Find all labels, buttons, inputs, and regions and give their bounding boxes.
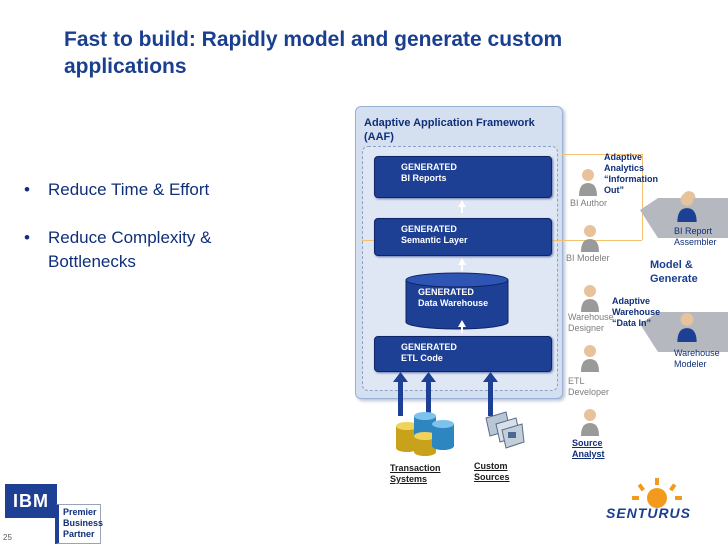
- source-analyst-line1: Source: [572, 438, 603, 448]
- data-warehouse-line2: Data Warehouse: [418, 298, 489, 308]
- model-generate-line1: Model &: [650, 259, 693, 271]
- data-warehouse-line1: GENERATED: [418, 287, 474, 297]
- analytics-line1: Adaptive: [604, 152, 643, 162]
- transaction-line1: Transaction: [390, 463, 441, 473]
- custom-sources-label: Custom Sources: [474, 461, 510, 483]
- etl-code-line2: ETL Code: [401, 353, 443, 363]
- warehouse-modeler-label: Warehouse Modeler: [674, 348, 720, 370]
- warehouse-modeler-figure-icon: [677, 313, 697, 342]
- semantic-layer-line2: Semantic Layer: [401, 235, 468, 245]
- warehouse-designer-label: Warehouse Designer: [568, 312, 614, 334]
- etl-developer-label: ETL Developer: [568, 376, 609, 398]
- data-warehouse-label: GENERATED Data Warehouse: [418, 287, 488, 309]
- bi-modeler-person-icon: [581, 225, 599, 252]
- warehouse-designer-line2: Designer: [568, 323, 605, 333]
- slide-title: Fast to build: Rapidly model and generat…: [64, 28, 563, 78]
- arrow-dw-to-semantic-stem: [461, 263, 463, 271]
- warehouse-callout-line1: Adaptive: [612, 296, 651, 306]
- etl-developer-line2: Developer: [568, 387, 610, 397]
- partner-line1: Premier: [63, 507, 97, 517]
- senturus-sun-logo-icon: [632, 478, 682, 508]
- adaptive-analytics-callout: Adaptive Analytics “Information Out”: [604, 152, 658, 196]
- aaf-title: Adaptive Application Framework (AAF): [364, 117, 535, 143]
- page-number: 25: [3, 533, 12, 542]
- warehouse-designer-line1: Warehouse: [568, 312, 614, 322]
- bi-author-label: BI Author: [570, 198, 608, 208]
- warehouse-modeler-line2: Modeler: [674, 359, 707, 369]
- partner-line3: Partner: [63, 529, 95, 539]
- arrow-semantic-to-reports-head: [458, 200, 466, 207]
- arrow-etl-to-dw-stem: [461, 325, 463, 333]
- analytics-line3: “Information: [604, 174, 658, 184]
- model-generate-label: Model & Generate: [650, 258, 698, 286]
- bullet-reduce-time: Reduce Time & Effort: [22, 178, 292, 202]
- arrow-etl-to-dw-head: [458, 320, 466, 327]
- model-generate-line2: Generate: [650, 273, 698, 285]
- bullet-list: Reduce Time & Effort Reduce Complexity &…: [22, 178, 292, 298]
- custom-line2: Sources: [474, 472, 510, 482]
- analytics-line2: Analytics: [604, 163, 645, 173]
- etl-developer-line1: ETL: [568, 376, 585, 386]
- bi-report-assembler-figure-icon: [677, 193, 697, 222]
- generated-bi-reports-box: GENERATED BI Reports: [374, 156, 552, 198]
- etl-developer-person-icon: [581, 345, 599, 372]
- transaction-systems-label: Transaction Systems: [390, 463, 441, 485]
- custom-sources-documents-icon: [485, 411, 525, 449]
- transaction-systems-database-icon: [396, 412, 454, 456]
- bi-modeler-label: BI Modeler: [566, 253, 610, 263]
- arrow-dw-to-semantic-head: [458, 258, 466, 265]
- source-analyst-label: Source Analyst: [572, 438, 605, 460]
- transaction-line2: Systems: [390, 474, 428, 484]
- source-arrows: [393, 372, 498, 416]
- source-analyst-line2: Analyst: [572, 449, 605, 459]
- premier-business-partner-badge: Premier Business Partner: [55, 504, 104, 544]
- data-warehouse-cylinder: [405, 272, 509, 330]
- bi-report-assembler-line2: Assembler: [674, 237, 717, 247]
- bi-reports-line2: BI Reports: [401, 173, 447, 183]
- semantic-layer-line1: GENERATED: [401, 224, 457, 234]
- generated-semantic-layer-box: GENERATED Semantic Layer: [374, 218, 552, 256]
- warehouse-modeler-line1: Warehouse: [674, 348, 720, 358]
- role-line-top: [562, 154, 642, 155]
- custom-line1: Custom: [474, 461, 508, 471]
- bi-author-person-icon: [579, 169, 597, 196]
- arrow-semantic-to-reports-stem: [461, 205, 463, 213]
- role-vline-right: [642, 154, 643, 240]
- bullet-reduce-complexity: Reduce Complexity & Bottlenecks: [22, 226, 252, 274]
- bi-report-assembler-label: BI Report Assembler: [674, 226, 717, 248]
- partner-line2: Business: [63, 518, 104, 528]
- senturus-wordmark: SENTURUS: [606, 505, 692, 521]
- warehouse-callout-line2: Warehouse: [612, 307, 661, 317]
- warehouse-callout-line3: “Data In”: [612, 318, 652, 328]
- bi-report-assembler-line1: BI Report: [674, 226, 713, 236]
- warehouse-designer-person-icon: [581, 285, 599, 312]
- source-analyst-person-icon: [581, 409, 599, 436]
- generated-etl-code-box: GENERATED ETL Code: [374, 336, 552, 372]
- etl-code-line1: GENERATED: [401, 342, 457, 352]
- adaptive-warehouse-callout: Adaptive Warehouse “Data In”: [612, 296, 660, 329]
- bi-reports-line1: GENERATED: [401, 162, 457, 172]
- analytics-line4: Out”: [604, 185, 624, 195]
- ibm-logo: IBM: [5, 484, 57, 518]
